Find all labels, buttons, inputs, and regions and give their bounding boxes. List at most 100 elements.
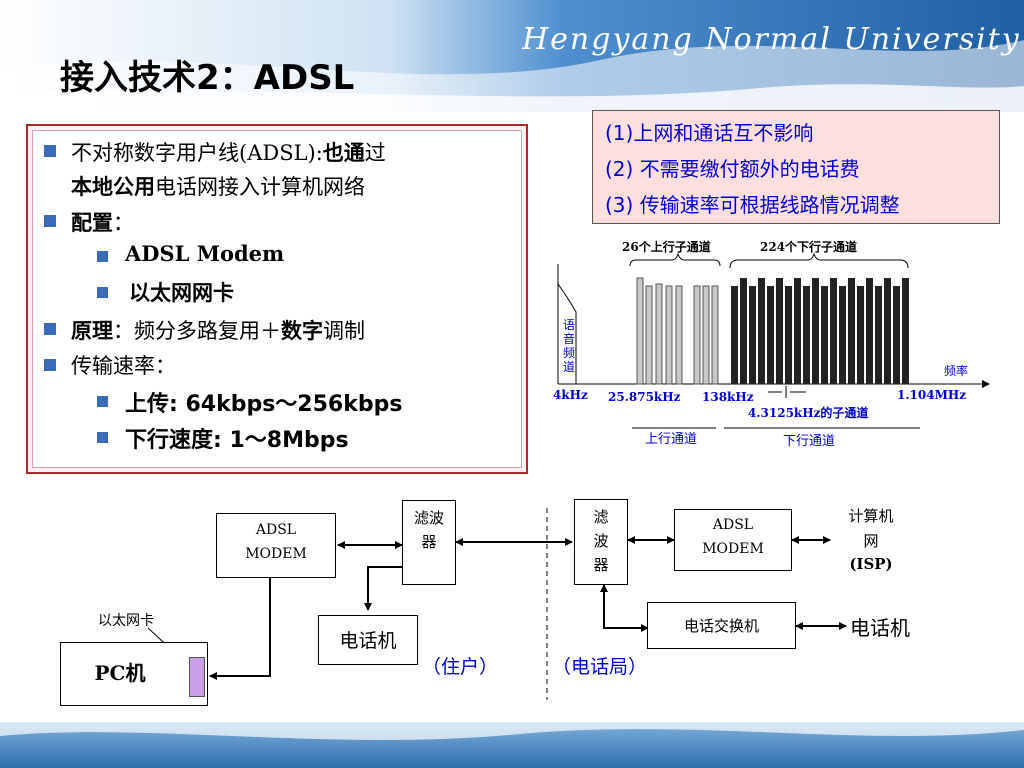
user-phone: 电话机 [318, 615, 418, 665]
user-side-label: （住户） [422, 656, 499, 678]
downstream-subchannel-bar [776, 278, 783, 384]
downstream-subchannel-bar [731, 286, 738, 384]
downstream-subchannel-bar [848, 278, 855, 384]
user-filter-line2: 器 [421, 533, 437, 551]
tick-1104mhz: 1.104MHz [897, 388, 967, 402]
upstream-subchannel-bar [655, 283, 663, 385]
slide-title: 接入技术2：ADSL [60, 58, 355, 98]
phone-switch-label: 电话交换机 [683, 617, 759, 635]
downstream-subchannel-bar [794, 278, 801, 384]
office-modem-line2: MODEM [702, 541, 764, 557]
isp-line1: 计算机 [848, 507, 894, 525]
user-filter: 滤波 器 [402, 500, 456, 585]
principle-label: 原理 [71, 319, 113, 343]
bullet-rate: 传输速率： [71, 354, 176, 378]
pc-box: PC机 [60, 642, 208, 706]
header-band [0, 0, 1024, 112]
down-subchannels-label: 224个下行子通道 [760, 240, 858, 254]
office-phone-label: 电话机 [850, 616, 910, 640]
upstream-subchannel-bar [693, 285, 701, 385]
isp-line3: (ISP) [849, 555, 893, 573]
rate-upload: 上传: 64kbps～256kbps [125, 386, 402, 418]
office-side-label: （电话局） [552, 656, 648, 678]
rate-upload-label: 上传 [125, 392, 170, 417]
downstream-subchannel-bar [803, 286, 810, 384]
feature-2: (2) 不需要缴付额外的电话费 [605, 157, 860, 181]
office-adsl-modem: ADSL MODEM [674, 509, 792, 571]
principle-bold: 数字 [281, 319, 323, 343]
rate-download: 下行速度: 1～8Mbps [125, 422, 349, 454]
config-item-modem: ADSL Modem [125, 241, 285, 266]
config-label: 配置 [71, 211, 113, 235]
downstream-subchannel-bar [812, 278, 819, 384]
sub-bullet-square [97, 396, 108, 407]
phone-switch: 电话交换机 [647, 602, 796, 649]
bullet-adsl-tail: 过 [364, 141, 386, 165]
user-phone-label: 电话机 [339, 630, 397, 652]
bullet-line2-rest: 电话网接入计算机网络 [155, 175, 365, 199]
tick-4khz: 4kHz [553, 388, 588, 402]
downstream-subchannel-bar [758, 278, 765, 384]
voice-channel-label: 语音频道 [563, 318, 576, 374]
downstream-subchannel-bar [875, 286, 882, 384]
downstream-subchannel-bar [830, 278, 837, 384]
up-channel-label: 上行通道 [645, 432, 698, 447]
user-modem-line1: ADSL [255, 522, 297, 538]
tick-25khz: 25.875kHz [608, 390, 681, 404]
bullet-config: 配置： [71, 207, 134, 237]
bullet-panel: 不对称数字用户线(ADSL):也通过 本地公用电话网接入计算机网络 配置： AD… [26, 124, 528, 474]
user-adsl-modem: ADSL MODEM [216, 513, 336, 578]
config-colon: ： [113, 211, 134, 235]
rate-upload-value: : 64kbps～256kbps [169, 392, 403, 417]
tick-138khz: 138kHz [702, 390, 754, 404]
user-modem-line2: MODEM [245, 546, 307, 562]
downstream-subchannel-bar [902, 278, 909, 384]
downstream-subchannel-bar [821, 286, 828, 384]
downstream-subchannel-bar [749, 286, 756, 384]
nic-card [189, 657, 205, 697]
down-channel-label: 下行通道 [783, 434, 836, 449]
feature-1: (1)上网和通话互不影响 [605, 121, 814, 145]
bullet-square [44, 145, 56, 157]
bullet-panel-inner: 不对称数字用户线(ADSL):也通过 本地公用电话网接入计算机网络 配置： AD… [32, 130, 522, 468]
rate-download-value: : 1～8Mbps [213, 428, 349, 453]
sub-bullet-square [97, 251, 108, 262]
sub-bullet-square [97, 432, 108, 443]
downstream-subchannel-bar [767, 286, 774, 384]
isp-line2: 网 [863, 532, 879, 550]
bullet-square [44, 215, 56, 227]
upstream-subchannel-bar [645, 285, 653, 385]
office-filter: 滤 波 器 [574, 499, 628, 585]
office-filter-line3: 器 [593, 556, 609, 574]
university-name: Hengyang Normal University [522, 22, 1021, 57]
bullet-adsl-line2: 本地公用电话网接入计算机网络 [71, 171, 365, 201]
upstream-subchannel-bar [711, 285, 719, 385]
principle-rest-a: ：频分多路复用＋ [113, 319, 281, 343]
bullet-adsl-bold: 也通 [322, 140, 365, 165]
office-modem-line1: ADSL [712, 517, 754, 533]
feature-box: (1)上网和通话互不影响 (2) 不需要缴付额外的电话费 (3) 传输速率可根据… [592, 110, 1000, 224]
downstream-subchannel-bar [839, 286, 846, 384]
rate-download-label: 下行速度 [125, 428, 214, 453]
sub-bullet-square [97, 287, 108, 298]
bullet-local-public: 本地公用 [71, 175, 155, 199]
pc-label: PC机 [94, 661, 146, 685]
upstream-subchannel-bar [675, 285, 683, 385]
upstream-subchannel-bar [665, 285, 673, 385]
up-subchannels-label: 26个上行子通道 [622, 240, 711, 254]
footer-band [0, 722, 1024, 768]
feature-3: (3) 传输速率可根据线路情况调整 [605, 193, 900, 217]
freq-axis-label: 频率 [944, 364, 969, 378]
user-filter-line1: 滤波 [413, 509, 444, 527]
office-filter-line2: 波 [593, 532, 609, 550]
downstream-subchannel-bar [740, 278, 747, 384]
office-filter-line1: 滤 [593, 508, 609, 526]
bullet-principle: 原理：频分多路复用＋数字调制 [71, 315, 365, 345]
downstream-subchannel-bar [884, 278, 891, 384]
bullet-adsl-line1: 不对称数字用户线(ADSL):也通过 [71, 137, 386, 167]
bullet-square [44, 359, 56, 371]
principle-rest-b: 调制 [323, 319, 365, 343]
downstream-subchannel-bar [857, 286, 864, 384]
upstream-subchannel-bar [636, 277, 644, 385]
bullet-square [44, 323, 56, 335]
